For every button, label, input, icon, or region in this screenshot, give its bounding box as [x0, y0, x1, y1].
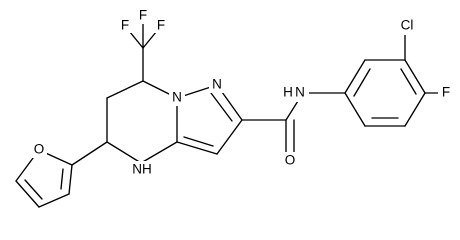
bond-npyrazole-c2-double [210, 92, 233, 122]
atom-o-furan: O [34, 142, 45, 157]
bond-aryl-c3-c4-double [400, 68, 417, 95]
molecule-canvas: F F F N N NH O O H N Cl F [15, 7, 454, 208]
atom-bg-f-aryl [438, 84, 454, 102]
atom-amide-n: N [295, 85, 305, 100]
bond-c3-c3a-double [183, 136, 214, 147]
atom-f2: F [139, 8, 147, 23]
bond-furan-c4-c3 [38, 193, 70, 208]
bond-c3-c3a [176, 141, 218, 155]
bond-furan-c5-c4 [15, 180, 40, 208]
atom-bg-amide-o [280, 152, 300, 170]
atom-bg-n-pyrazole [209, 77, 225, 93]
atom-bg-f1 [117, 17, 133, 33]
bond-c7-c6 [106, 80, 144, 99]
bond-c5-furan-c2 [71, 141, 108, 166]
atom-bg-cl [396, 17, 418, 35]
atom-n-bridge: N [172, 90, 182, 105]
bond-c2-c3 [216, 119, 243, 155]
atom-f-aryl: F [442, 85, 450, 100]
atom-amide-h: H [283, 85, 293, 100]
atom-f3: F [157, 18, 165, 33]
bond-aryl-c1-c2-double [353, 68, 371, 97]
atom-bg-f2 [135, 8, 151, 24]
atom-nh-ring: NH [132, 162, 152, 177]
bond-furan-c3-c2 [68, 164, 73, 195]
bond-c5-nh [106, 141, 142, 164]
atom-bg-amide-nh [279, 84, 309, 102]
bond-aryl-c4-c5 [404, 92, 426, 127]
atom-f1: F [121, 18, 129, 33]
bond-furan-c3-c2-double [60, 168, 64, 190]
bond-aryl-c1-c2 [344, 59, 366, 94]
atom-bg-o-furan [31, 142, 47, 158]
atom-n-pyrazole: N [212, 77, 222, 92]
bond-aryl-c3-c4 [404, 59, 426, 94]
atom-amide-o: O [285, 153, 296, 168]
atom-cl: Cl [401, 18, 414, 33]
bond-furan-c5-c4-double [24, 179, 43, 200]
atom-bg-f3 [153, 17, 169, 33]
atom-bg-n-bridge [169, 90, 185, 106]
bond-aryl-c6-c1 [344, 92, 366, 127]
bond-nh-c3a [140, 141, 178, 164]
chemical-structure-diagram: F F F N N NH O O H N Cl F [15, 7, 454, 208]
atom-bg-nh-ring [128, 161, 156, 179]
